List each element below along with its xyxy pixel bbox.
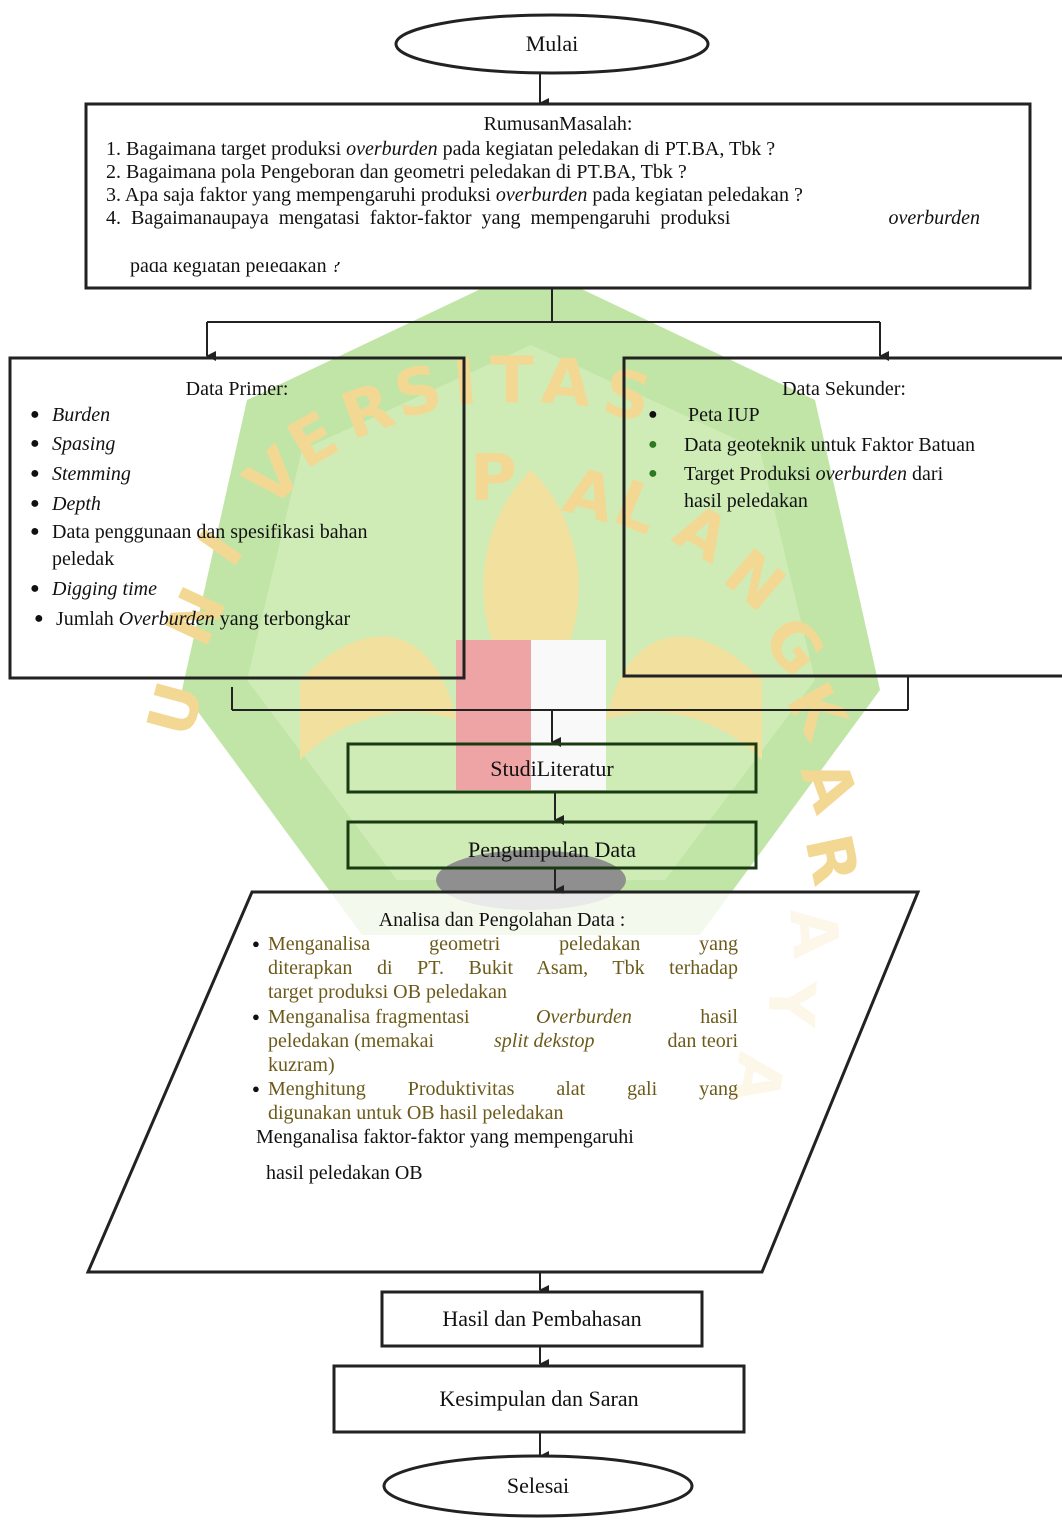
analysis-b1-line3: target produksi OB peledakan: [268, 981, 508, 1003]
analysis-b1-line1: Menganalisa geometri peledakan yang: [268, 933, 738, 955]
primary-item-burden: Burden: [52, 404, 111, 426]
analysis-b3-line1: Menghitung Produktivitas alat gali yang: [268, 1078, 738, 1100]
svg-text:T: T: [490, 344, 534, 418]
bullet: ●: [30, 495, 40, 512]
primary-title: Data Primer:: [185, 378, 289, 400]
primary-item-overburden: Jumlah Overburden yang terbongkar: [56, 608, 351, 630]
primary-item-explosives: Data penggunaan dan spesifikasi bahan: [52, 521, 368, 543]
bullet: ●: [648, 406, 658, 423]
bullet: ●: [30, 435, 40, 452]
end-terminal: [382, 1454, 694, 1518]
problem-q2: 2. Bagaimana pola Pengeboran dan geometr…: [106, 161, 687, 183]
primary-item-explosives-cont: peledak: [52, 548, 115, 570]
bullet: ●: [648, 436, 658, 453]
primary-item-spasing: Spasing: [52, 433, 116, 455]
study-box: [346, 742, 758, 794]
start-label: Mulai: [525, 31, 579, 56]
bullet: ●: [30, 523, 40, 540]
collect-label: Pengumpulan Data: [467, 837, 637, 862]
study-label: StudiLiteratur: [490, 756, 614, 781]
conclusion-box: [332, 1364, 746, 1434]
problem-q3: 3. Apa saja faktor yang mempengaruhi pro…: [106, 184, 803, 206]
analysis-b1-line2: diterapkan di PT. Bukit Asam, Tbk terhad…: [268, 957, 738, 979]
analysis-tail-line1: Menganalisa faktor-faktor yang mempengar…: [256, 1126, 634, 1148]
bullet: ●: [30, 465, 40, 482]
svg-text:A: A: [539, 344, 595, 422]
results-label: Hasil dan Pembahasan: [442, 1306, 642, 1331]
primary-item-stemming: Stemming: [52, 463, 131, 485]
analysis-parallelogram: [85, 890, 921, 1274]
bullet: ●: [252, 1009, 260, 1024]
primary-item-depth: Depth: [52, 493, 101, 515]
analysis-b3-line2: digunakan untuk OB hasil peledakan: [268, 1102, 564, 1124]
bullet: ●: [30, 406, 40, 423]
bullet: ●: [648, 465, 658, 482]
problem-q4: 4. Bagaimanaupaya mengatasi faktor-fakto…: [106, 207, 980, 229]
collect-box: [346, 820, 758, 870]
secondary-item-geoteknik: Data geoteknik untuk Faktor Batuan: [684, 434, 976, 456]
primary-data-box: [8, 356, 466, 680]
bullet: ●: [252, 1081, 260, 1096]
bullet: ●: [30, 580, 40, 597]
primary-item-digging-time: Digging time: [52, 578, 157, 600]
conclusion-label: Kesimpulan dan Saran: [439, 1386, 639, 1411]
start-terminal: [394, 13, 710, 75]
analysis-b2-line3: kuzram): [268, 1054, 335, 1076]
problem-q4-cont: pada kegiatan peledakan ?: [130, 262, 341, 277]
analysis-tail-line2: hasil peledakan OB: [266, 1162, 423, 1184]
secondary-item-target: Target Produksi overburden dari: [684, 463, 944, 485]
bullet: ●: [252, 936, 260, 951]
secondary-item-peta: Peta IUP: [688, 404, 760, 426]
end-label: Selesai: [506, 1473, 570, 1498]
secondary-data-box: [622, 356, 1062, 678]
bullet: ●: [34, 610, 44, 627]
problem-box: [84, 102, 1032, 290]
secondary-title: Data Sekunder:: [782, 378, 906, 400]
secondary-item-target-cont: hasil peledakan: [684, 490, 808, 512]
problem-q1: 1. Bagaimana target produksi overburden …: [106, 138, 776, 160]
analysis-title: Analisa dan Pengolahan Data :: [378, 909, 626, 931]
problem-title: RumusanMasalah:: [483, 113, 633, 135]
results-box: [380, 1290, 704, 1348]
